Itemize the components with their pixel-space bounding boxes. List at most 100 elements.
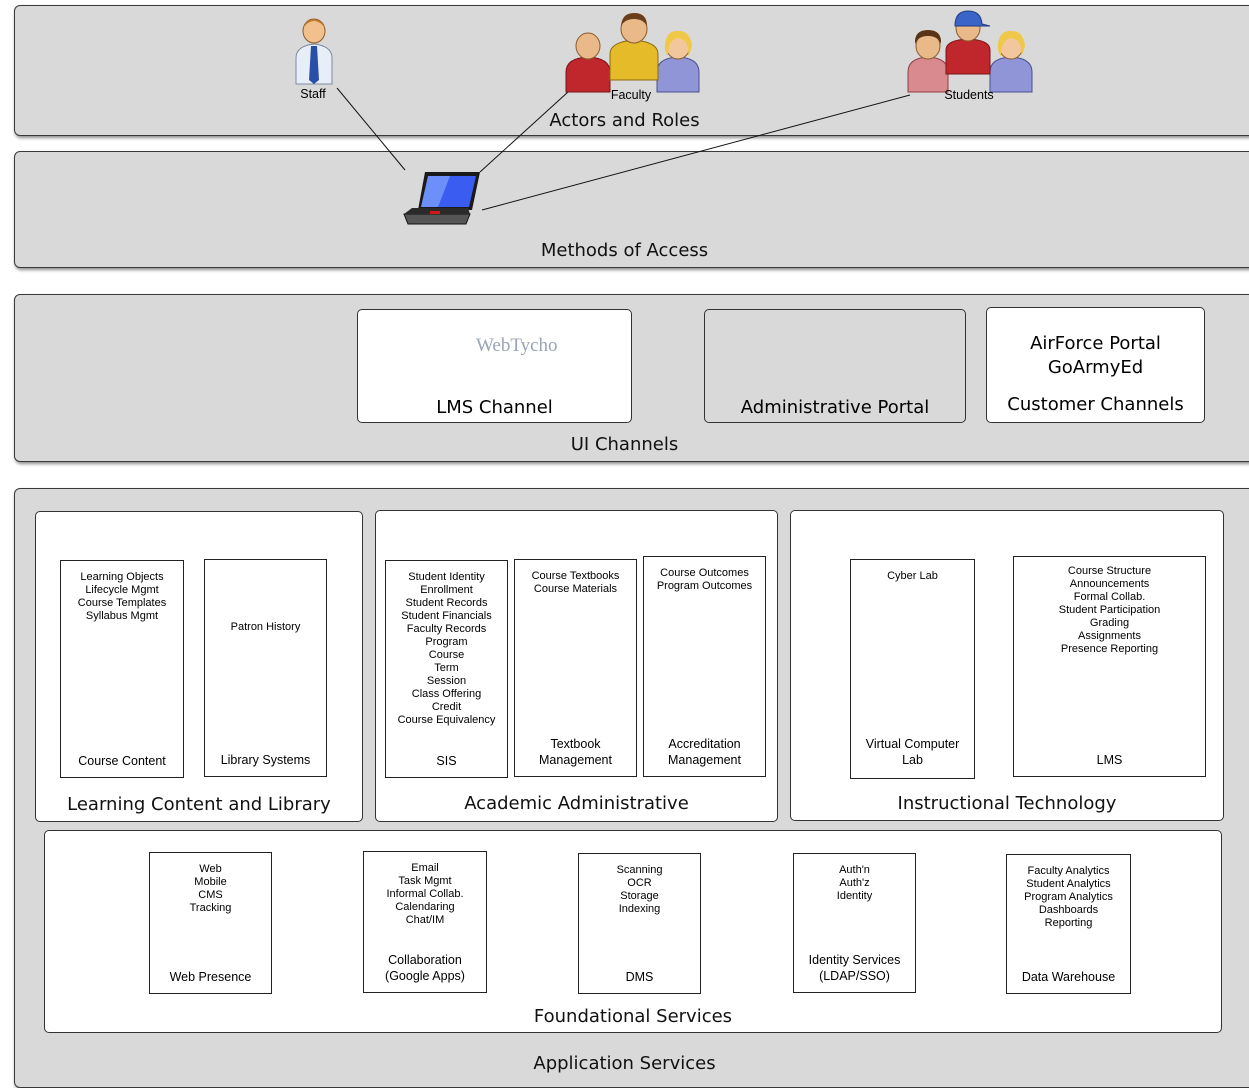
virtual-computer-lab-title: Virtual Computer Lab: [853, 736, 972, 768]
identity-label-line2: (LDAP/SSO): [819, 969, 890, 983]
list-item: Web: [199, 863, 222, 875]
list-item: Course Textbooks: [531, 570, 620, 582]
vcl-label-line1: Virtual Computer: [865, 737, 960, 751]
list-item: Calendaring: [395, 901, 455, 913]
staff-icon: [295, 18, 333, 85]
sis-items: Student Identity Enrollment Student Reco…: [386, 571, 507, 727]
web-presence-card: Web Mobile CMS Tracking Web Presence: [149, 852, 272, 994]
list-item: Learning Objects: [80, 571, 164, 583]
collaboration-label-line1: Collaboration: [388, 953, 462, 967]
list-item: Course Materials: [533, 583, 618, 595]
lms-card: Course Structure Announcements Formal Co…: [1013, 556, 1206, 777]
list-item: Program Analytics: [1024, 891, 1113, 903]
web-presence-items: Web Mobile CMS Tracking: [150, 863, 271, 915]
textbook-items: Course Textbooks Course Materials: [515, 570, 636, 596]
list-item: Credit: [431, 701, 462, 713]
students-label: Students: [944, 88, 994, 102]
course-content-card: Learning Objects Lifecycle Mgmt Course T…: [60, 560, 184, 778]
textbook-label-line2: Management: [539, 753, 612, 767]
list-item: Course Structure: [1067, 565, 1152, 577]
data-warehouse-items: Faculty Analytics Student Analytics Prog…: [1007, 865, 1130, 930]
list-item: Term: [434, 662, 459, 674]
list-item: Auth'n: [839, 864, 870, 876]
students-connector: [481, 94, 911, 211]
identity-items: Auth'n Auth'z Identity: [794, 864, 915, 903]
lms-channel-title: LMS Channel: [436, 397, 553, 418]
faculty-icon: [565, 13, 700, 93]
application-services-title: Application Services: [533, 1053, 716, 1074]
list-item: Dashboards: [1038, 904, 1099, 916]
data-warehouse-title: Data Warehouse: [1021, 970, 1116, 984]
sis-card: Student Identity Enrollment Student Reco…: [385, 560, 508, 778]
lms-channel-box: WebTycho UMUC LMS Channel: [357, 309, 632, 423]
list-item: Announcements: [1069, 578, 1150, 590]
faculty-label: Faculty: [610, 88, 652, 102]
textbook-label-line1: Textbook: [550, 737, 601, 751]
list-item: Auth'z: [839, 877, 870, 889]
customer-channels-box: AirForce Portal GoArmyEd Customer Channe…: [986, 307, 1205, 423]
list-item: Student Financials: [401, 610, 492, 622]
collaboration-card: Email Task Mgmt Informal Collab. Calenda…: [363, 851, 487, 993]
collaboration-label-line2: (Google Apps): [385, 969, 465, 983]
list-item: Syllabus Mgmt: [85, 610, 159, 622]
list-item: Presence Reporting: [1060, 643, 1159, 655]
collaboration-items: Email Task Mgmt Informal Collab. Calenda…: [364, 862, 486, 927]
list-item: Assignments: [1078, 630, 1141, 642]
accreditation-management-card: Course Outcomes Program Outcomes Accredi…: [643, 556, 766, 777]
staff-label: Staff: [300, 87, 326, 101]
list-item: Identity: [836, 890, 873, 902]
vcl-items: Cyber Lab: [851, 570, 974, 583]
list-item: Lifecycle Mgmt: [85, 584, 159, 596]
list-item: Program: [425, 636, 468, 648]
ui-channels-title: UI Channels: [570, 434, 679, 455]
list-item: Email: [411, 862, 439, 874]
identity-services-card: Auth'n Auth'z Identity Identity Services…: [793, 853, 916, 993]
methods-of-access-layer: [14, 151, 1249, 268]
library-systems-items: Patron History: [205, 621, 326, 634]
list-item: Tracking: [189, 902, 232, 914]
list-item: Task Mgmt: [398, 875, 452, 887]
list-item: Patron History: [230, 621, 301, 633]
list-item: Faculty Records: [406, 623, 487, 635]
laptop-icon: [403, 172, 480, 225]
course-content-items: Learning Objects Lifecycle Mgmt Course T…: [61, 571, 183, 623]
accreditation-label-line2: Management: [668, 753, 741, 767]
actors-and-roles-title: Actors and Roles: [549, 110, 700, 131]
list-item: Cyber Lab: [887, 570, 938, 582]
textbook-management-title: Textbook Management: [517, 736, 634, 768]
vcl-label-line2: Lab: [902, 753, 923, 767]
administrative-portal-box: Administrative Portal: [704, 309, 966, 423]
course-content-title: Course Content: [78, 754, 166, 768]
accreditation-items: Course Outcomes Program Outcomes: [644, 567, 765, 593]
list-item: CMS: [198, 889, 223, 901]
administrative-portal-title: Administrative Portal: [740, 397, 930, 418]
list-item: Course: [428, 649, 465, 661]
list-item: Course Templates: [77, 597, 167, 609]
list-item: Storage: [620, 890, 659, 902]
learning-content-and-library-title: Learning Content and Library: [67, 794, 331, 815]
goarmyed-label: GoArmyEd: [1047, 357, 1144, 378]
list-item: Grading: [1089, 617, 1130, 629]
list-item: Program Outcomes: [656, 580, 753, 592]
library-systems-card: Patron History Library Systems: [204, 559, 327, 777]
list-item: Informal Collab.: [386, 888, 464, 900]
list-item: Mobile: [194, 876, 227, 888]
identity-label-line1: Identity Services: [808, 953, 901, 967]
list-item: Chat/IM: [405, 914, 445, 926]
list-item: Scanning: [616, 864, 663, 876]
umuc-logo-badge: UMUC: [430, 349, 465, 361]
airforce-portal-label: AirForce Portal: [1030, 333, 1161, 354]
list-item: Reporting: [1044, 917, 1093, 929]
customer-channels-title: Customer Channels: [1007, 394, 1184, 415]
identity-services-title: Identity Services (LDAP/SSO): [796, 952, 913, 984]
virtual-computer-lab-card: Cyber Lab Virtual Computer Lab: [850, 559, 975, 779]
list-item: Course Equivalency: [397, 714, 496, 726]
accreditation-management-title: Accreditation Management: [646, 736, 763, 768]
dms-title: DMS: [625, 970, 654, 984]
list-item: Course Outcomes: [660, 567, 749, 579]
list-item: Student Records: [405, 597, 488, 609]
sis-title: SIS: [436, 754, 457, 768]
list-item: Formal Collab.: [1073, 591, 1146, 603]
list-item: Student Identity: [408, 571, 485, 583]
methods-of-access-title: Methods of Access: [540, 240, 709, 261]
